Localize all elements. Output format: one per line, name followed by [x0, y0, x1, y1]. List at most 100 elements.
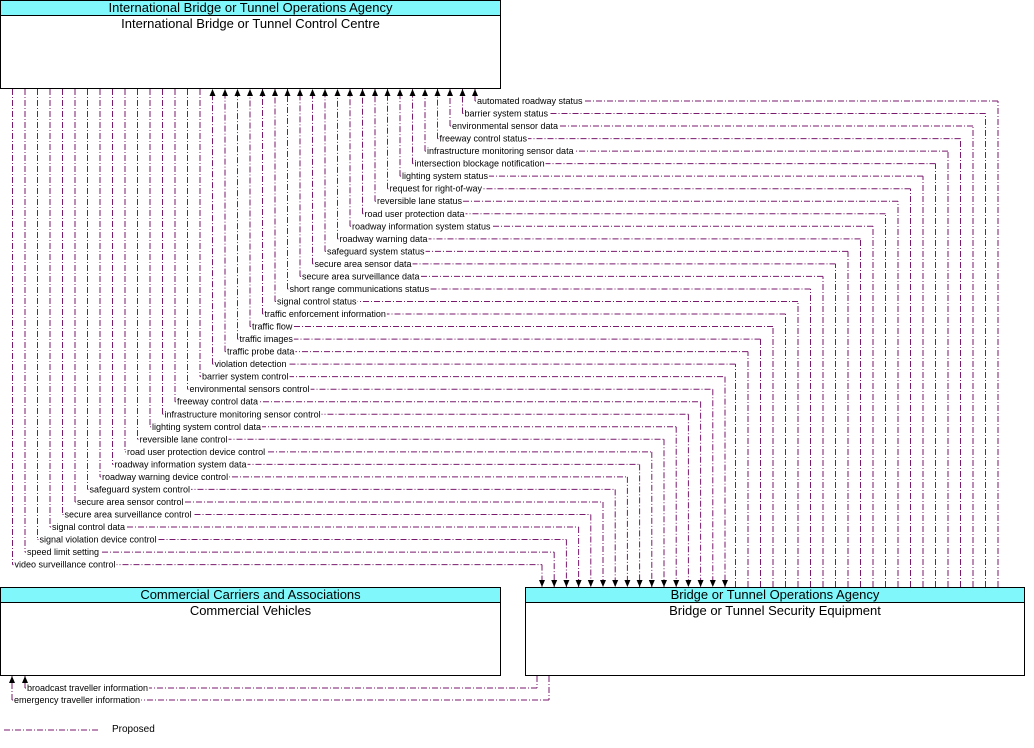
flow-up-2-arrow: [447, 89, 453, 96]
flow-up-7-label: request for right-of-way: [390, 184, 483, 194]
flow-up-21-label-bg: [213, 359, 288, 370]
flow-vehicle-0-arrow: [22, 676, 28, 683]
flow-down-0-label: barrier system control: [202, 372, 289, 382]
flow-up-12-label-bg: [326, 246, 426, 257]
flow-up-6-label-bg: [401, 171, 490, 182]
flow-up-5-arrow: [409, 89, 416, 96]
security-equipment-agency: Bridge or Tunnel Operations Agency: [526, 588, 1024, 603]
flow-down-5-label-bg: [138, 434, 229, 445]
flow-up-0-label-bg: [476, 96, 584, 106]
flow-up-5-label-bg: [413, 158, 546, 169]
flow-down-2-arrow: [697, 580, 704, 587]
flow-down-13-label-bg: [38, 534, 158, 545]
flow-down-8-arrow: [624, 580, 631, 587]
flow-down-7-arrow: [636, 580, 643, 587]
flow-up-13-label-bg: [313, 258, 413, 269]
flow-up-3-arrow: [434, 89, 441, 96]
flow-down-14-arrow: [551, 580, 558, 587]
flow-down-11-label-bg: [63, 509, 193, 520]
flow-vehicle-1-arrow: [9, 676, 15, 683]
flow-down-10-label-bg: [76, 496, 185, 507]
control-centre-element: International Bridge or Tunnel Control C…: [121, 16, 380, 31]
flow-up-21-arrow: [209, 89, 216, 96]
flow-up-15-label-bg: [288, 283, 431, 294]
flow-down-3-label-bg: [163, 409, 322, 420]
flow-up-15-label: short range communications status: [290, 284, 430, 294]
flow-up-2-label: environmental sensor data: [452, 121, 558, 131]
flow-up-18-label-bg: [251, 321, 294, 332]
flow-up-20-arrow: [222, 89, 228, 96]
legend-label: Proposed: [112, 724, 155, 735]
flow-down-12-label: signal control data: [52, 522, 125, 532]
flow-up-18-label: traffic flow: [252, 322, 293, 332]
flow-down-6-label-bg: [126, 446, 267, 457]
flow-down-7-label-bg: [113, 459, 248, 470]
flow-up-17-label: traffic enforcement information: [265, 309, 386, 319]
flow-up-6-label: lighting system status: [402, 171, 489, 181]
flow-down-0-label-bg: [201, 371, 290, 382]
flow-down-13-arrow: [563, 580, 570, 587]
flow-up-14-label-bg: [301, 271, 421, 282]
flow-up-13-label: secure area sensor data: [315, 259, 412, 269]
flow-vehicle-0-label: broadcast traveller information: [27, 683, 148, 693]
control-centre-agency: International Bridge or Tunnel Operation…: [1, 1, 500, 16]
flow-up-4-arrow: [422, 89, 428, 96]
flow-up-10-label-bg: [351, 221, 492, 232]
flow-down-11-label: secure area surveillance control: [65, 509, 192, 519]
flow-down-11-arrow: [587, 580, 594, 587]
flow-down-4-arrow: [673, 580, 680, 587]
flow-up-6-arrow: [397, 89, 403, 96]
flow-up-14-label: secure area surveillance data: [302, 271, 420, 281]
flow-up-16-label-bg: [276, 296, 358, 307]
flow-up-17-label-bg: [263, 309, 387, 320]
flow-up-8-label-bg: [376, 196, 464, 207]
flow-down-12-label-bg: [51, 522, 127, 533]
flow-down-15-arrow: [539, 580, 545, 587]
flow-down-8-label: roadway warning device control: [102, 472, 228, 482]
flow-down-10-label: secure area sensor control: [77, 497, 184, 507]
flow-up-11-label: roadway warning data: [340, 234, 428, 244]
security-equipment-element: Bridge or Tunnel Security Equipment: [669, 603, 881, 618]
flow-up-7-arrow: [384, 89, 391, 96]
flow-down-9-label-bg: [88, 484, 192, 495]
flow-vehicle-1-label: emergency traveller information: [14, 695, 140, 705]
flow-up-4-label-bg: [426, 146, 575, 157]
flow-up-19-label-bg: [238, 334, 294, 345]
flow-down-1-arrow: [709, 580, 716, 587]
flow-up-0-label: automated roadway status: [477, 96, 583, 106]
flow-up-7-label-bg: [388, 183, 484, 194]
flow-up-3-label-bg: [438, 133, 529, 144]
commercial-vehicles-element: Commercial Vehicles: [189, 603, 312, 618]
control-centre-box: International Bridge or Tunnel Operation…: [0, 0, 501, 89]
flow-up-8-arrow: [372, 89, 378, 96]
flow-up-15-arrow: [284, 89, 291, 96]
flow-up-1-label: barrier system status: [465, 109, 549, 119]
flow-up-21-label: violation detection: [215, 359, 287, 369]
flow-up-17-arrow: [259, 89, 266, 96]
flow-up-10-arrow: [347, 89, 353, 96]
flow-down-14-label-bg: [26, 547, 101, 558]
flow-up-9-arrow: [359, 89, 366, 96]
flow-down-13-label: signal violation device control: [40, 535, 157, 545]
flow-down-4-label-bg: [151, 421, 263, 432]
flow-up-12-label: safeguard system status: [327, 246, 425, 256]
flow-down-14-label: speed limit setting: [27, 547, 99, 557]
flow-down-10-arrow: [600, 580, 606, 587]
flow-up-19-arrow: [234, 89, 241, 96]
flow-up-3-label: freeway control status: [440, 134, 528, 144]
flow-down-8-label-bg: [101, 471, 230, 482]
flow-up-12-arrow: [322, 89, 328, 96]
flow-down-7-label: roadway information system data: [115, 459, 247, 469]
flow-down-2-label: freeway control data: [177, 397, 258, 407]
flow-down-3-arrow: [685, 580, 692, 587]
flow-down-6-label: road user protection device control: [127, 447, 265, 457]
flow-up-1-arrow: [459, 89, 466, 96]
flow-up-20-label-bg: [226, 346, 296, 357]
flow-up-20-label: traffic probe data: [227, 347, 294, 357]
security-equipment-box: Bridge or Tunnel Operations Agency Bridg…: [525, 587, 1025, 676]
flow-down-6-arrow: [648, 580, 655, 587]
flow-up-5-label: intersection blockage notification: [415, 159, 545, 169]
commercial-vehicles-agency: Commercial Carriers and Associations: [1, 588, 500, 603]
flow-down-15-label-bg: [13, 559, 117, 570]
